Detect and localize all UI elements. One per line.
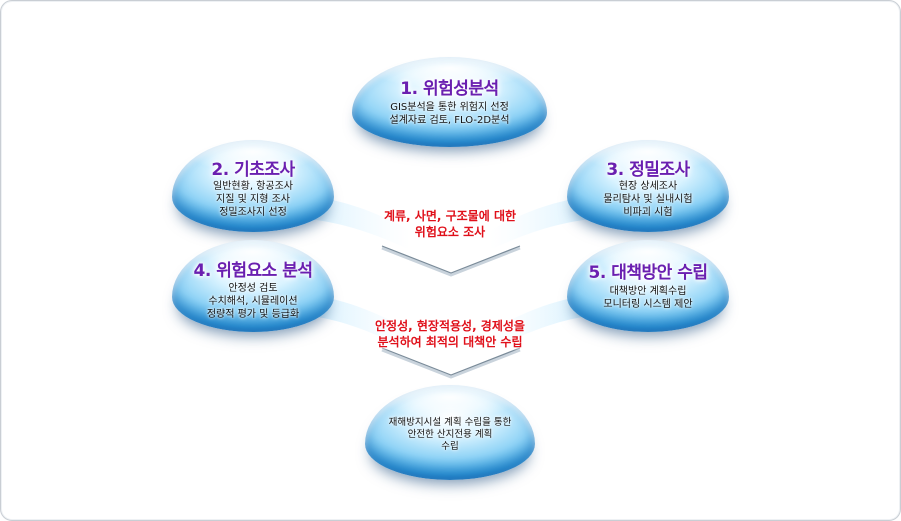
step1-line: GIS분석을 통한 위험지 선정 (390, 102, 509, 113)
note-line: 안정성, 현장적용성, 경제성을 (375, 319, 525, 333)
step4-line: 안정성 검토 (228, 283, 278, 294)
step5-body: 대책방안 계획수립 모니터링 시스템 제안 (567, 285, 729, 311)
note-line: 분석하여 최적의 대책안 수립 (377, 335, 523, 349)
step3-body: 현장 상세조사 물리탐사 및 실내시험 비파괴 시험 (567, 180, 729, 219)
step3-line: 현장 상세조사 (618, 181, 678, 192)
step4-line: 수치해석, 시뮬레이션 (208, 296, 298, 307)
step1-title: 1. 위험성분석 (400, 79, 499, 99)
step5-line: 대책방안 계획수립 (609, 286, 687, 297)
step2-title: 2. 기초조사 (211, 160, 295, 180)
step1-body: GIS분석을 통한 위험지 선정 설계자료 검토, FLO-2D분석 (352, 101, 547, 127)
step2-body: 일반현황, 항공조사 지질 및 지형 조사 정밀조사지 선정 (172, 180, 334, 219)
step3-line: 비파괴 시험 (623, 207, 673, 218)
result-line: 안전한 산지전용 계획 (407, 429, 493, 440)
result-line: 재해방지시설 계획 수립을 통한 (388, 417, 512, 428)
step4-title: 4. 위험요소 분석 (193, 261, 313, 281)
step5-title: 5. 대책방안 수립 (588, 263, 708, 283)
step2-line: 지질 및 지형 조사 (216, 194, 290, 205)
step4-body: 안정성 검토 수치해석, 시뮬레이션 정량적 평가 및 등급화 (172, 282, 334, 321)
step5-line: 모니터링 시스템 제안 (603, 299, 693, 310)
step2-line: 일반현황, 항공조사 (213, 181, 293, 192)
step4-line: 정량적 평가 및 등급화 (206, 309, 300, 320)
flow-band-lower-left (310, 295, 410, 350)
note-line: 계류, 사면, 구조물에 대한 (383, 209, 517, 223)
result-body: 재해방지시설 계획 수립을 통한 안전한 산지전용 계획 수립 (365, 417, 535, 453)
chevron-down-icon (381, 347, 521, 379)
note-analysis: 안정성, 현장적용성, 경제성을 분석하여 최적의 대책안 수립 (330, 318, 570, 350)
note-line: 위험요소 조사 (414, 225, 486, 239)
step1-line: 설계자료 검토, FLO-2D분석 (389, 115, 510, 126)
step2-line: 정밀조사지 선정 (219, 207, 287, 218)
step3-line: 물리탐사 및 실내시험 (603, 194, 693, 205)
chevron-down-icon (381, 245, 521, 277)
note-investigation: 계류, 사면, 구조물에 대한 위험요소 조사 (340, 208, 560, 240)
result-line: 수립 (441, 441, 459, 452)
step3-title: 3. 정밀조사 (606, 160, 690, 180)
flow-band-lower-right (490, 295, 590, 350)
